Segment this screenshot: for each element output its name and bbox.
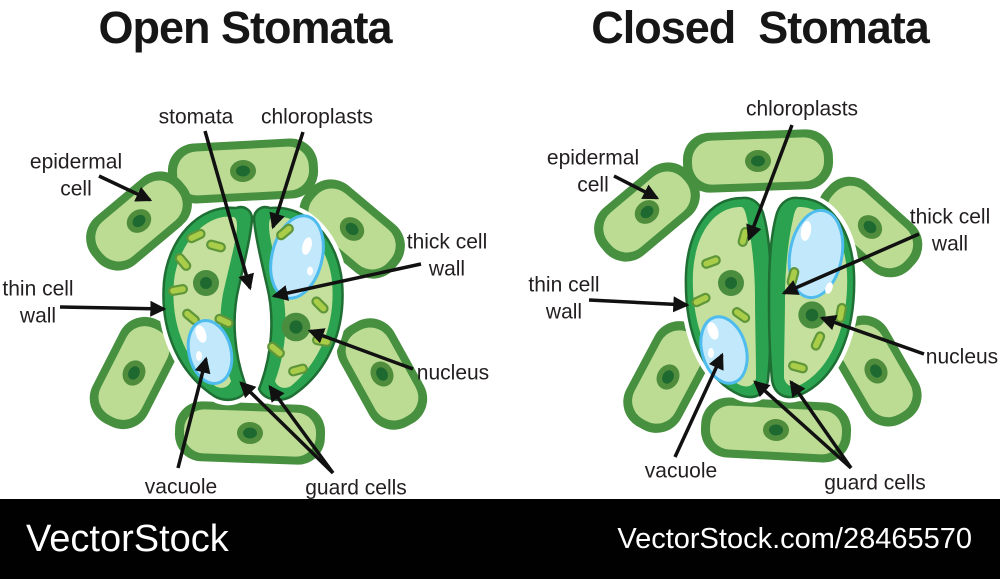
arrow-chloroplasts: [746, 124, 794, 242]
open-stomata-figure: [59, 130, 438, 475]
arrow-thick-cell-wall: [271, 262, 422, 301]
label-chloroplasts: chloroplasts: [745, 97, 859, 121]
arrow-thin-cell-wall: [59, 300, 167, 317]
arrow-guard-cell-left: [753, 380, 853, 470]
arrow-epidermal-cell: [98, 174, 153, 202]
closed-arrows: [588, 124, 925, 470]
label-stomata: stomata: [158, 105, 234, 129]
chloroplast: [167, 283, 189, 297]
label-epidermal-cell: epidermal cell: [546, 146, 640, 197]
arrow-stomata: [203, 130, 254, 291]
guard-cell-right: [252, 205, 344, 402]
epidermal-cell: [699, 396, 853, 464]
closed-stomata-figure: [582, 124, 934, 470]
label-thin-cell-wall: thin cell wall: [2, 277, 74, 328]
nucleus: [798, 301, 826, 329]
guard-cell-left: [684, 196, 773, 399]
label-vacuole: vacuole: [144, 475, 218, 499]
vectorstock-url: VectorStock.com/28465570: [617, 522, 972, 555]
label-thick-cell-wall: thick cell wall: [909, 205, 991, 256]
label-nucleus: nucleus: [925, 345, 999, 369]
label-guard-cells: guard cells: [305, 476, 407, 500]
label-thin-cell-wall: thin cell wall: [528, 273, 600, 324]
arrow-nucleus: [307, 328, 414, 371]
arrow-epidermal-cell: [613, 174, 660, 200]
watermark-bar: VectorStock VectorStock.com/28465570: [0, 499, 1000, 579]
open-stomata-title: Open Stomata: [98, 2, 392, 53]
arrow-nucleus: [819, 314, 925, 356]
arrow-vacuole: [673, 352, 724, 458]
label-nucleus: nucleus: [416, 361, 490, 385]
epidermal-cell: [681, 128, 835, 194]
label-chloroplasts: chloroplasts: [260, 105, 374, 129]
label-guard-cells: guard cells: [824, 471, 926, 495]
label-epidermal-cell: epidermal cell: [29, 150, 123, 201]
vectorstock-logo: VectorStock: [26, 518, 229, 560]
label-vacuole: vacuole: [644, 459, 718, 483]
guard-cell-right: [767, 196, 856, 399]
arrow-guard-cell-right: [268, 385, 335, 475]
nucleus: [281, 312, 311, 342]
arrow-guard-cell-right: [789, 380, 853, 470]
nucleus: [193, 270, 219, 296]
label-thick-cell-wall: thick cell wall: [406, 230, 488, 281]
chloroplast: [834, 302, 848, 324]
open-arrows: [59, 130, 422, 475]
arrow-thin-cell-wall: [588, 296, 690, 313]
closed-stomata-title: Closed Stomata: [591, 2, 930, 53]
vacuole: [787, 208, 845, 300]
arrow-vacuole: [176, 356, 211, 469]
arrow-thick-cell-wall: [781, 232, 920, 295]
arrow-guard-cell-left: [239, 381, 335, 475]
nucleus: [718, 270, 744, 296]
arrow-chloroplasts: [269, 131, 305, 230]
